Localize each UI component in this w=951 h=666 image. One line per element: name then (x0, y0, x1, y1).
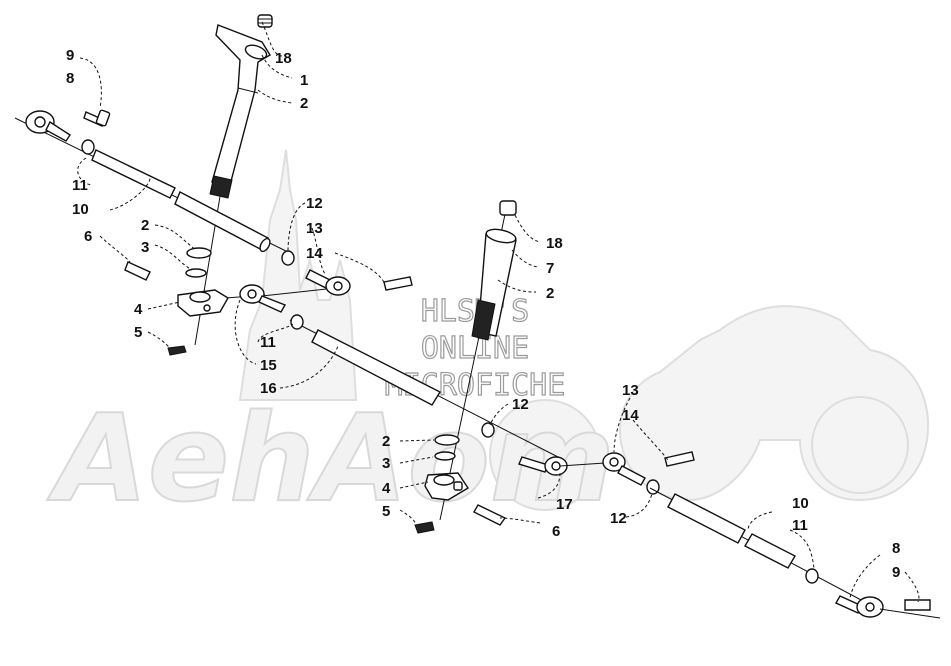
steering-post-spline-lower (471, 299, 496, 341)
callout-12-lower: 12 (610, 510, 627, 527)
callout-4-lower: 4 (382, 480, 391, 497)
plug-18-lower (499, 200, 517, 216)
callout-11-center: 11 (260, 334, 276, 351)
watermark: AehAom HLSM'S ONLINE MICROFICHE (46, 149, 930, 530)
callout-numbers: 9 8 18 1 2 11 10 6 2 3 4 5 12 13 14 11 1… (66, 47, 900, 581)
jam-nut-11-lower (805, 568, 819, 584)
tie-rod-tube-10-upper-a (91, 149, 176, 199)
callout-6-upper: 6 (84, 228, 92, 245)
cotter-5-upper (167, 345, 187, 356)
callout-3-upper: 3 (141, 239, 149, 256)
plug-18-upper (257, 14, 273, 28)
rod-end-13-upper (305, 269, 351, 296)
jam-nut-11-upper (81, 139, 95, 155)
bolt-6-upper (124, 261, 151, 281)
tie-rod-tube-10-lower-a (667, 493, 746, 544)
callout-11-upper: 11 (72, 177, 88, 194)
callout-17: 17 (556, 496, 573, 513)
callout-18-lower: 18 (546, 235, 563, 252)
callout-14-upper: 14 (306, 245, 323, 262)
callout-12-upper: 12 (306, 195, 323, 212)
tie-rod-tube-10-lower-b (744, 533, 796, 569)
callout-15: 15 (260, 357, 277, 374)
rod-end-13-lower (602, 452, 646, 486)
bolt-14-lower (664, 451, 695, 467)
steering-post-spline-upper (209, 175, 233, 199)
callout-7: 7 (546, 260, 554, 277)
callout-18-upper: 18 (275, 50, 292, 67)
steering-arm-4-lower (424, 472, 469, 501)
callout-2-upper-post: 2 (300, 95, 308, 112)
washer-2-upper (186, 247, 212, 259)
jam-nut-12-lower (646, 479, 660, 495)
bolt-14-upper (383, 276, 413, 291)
callout-4-upper: 4 (134, 301, 143, 318)
callout-9-upper: 9 (66, 47, 74, 64)
tie-rod-tube-16 (311, 329, 441, 406)
tie-rod-end-lower-right (835, 595, 884, 618)
tie-rod-end-upper-left (25, 110, 71, 142)
leader-lines (77, 21, 920, 603)
center-tie-rod-16 (289, 314, 561, 459)
callout-10-upper: 10 (72, 201, 89, 218)
callout-3-lower: 3 (382, 455, 390, 472)
watermark-wheel-front (489, 399, 601, 511)
jam-nut-12-center (481, 422, 495, 438)
tie-rod-tube-10-upper-b (174, 191, 269, 251)
callout-11-lower: 11 (792, 517, 808, 534)
callout-13-upper: 13 (306, 220, 323, 237)
jam-nut-12-upper (281, 250, 295, 266)
rod-end-15 (239, 284, 287, 313)
callout-14-lower: 14 (622, 407, 639, 424)
callout-2-upper-washer: 2 (141, 217, 149, 234)
washer-3-lower (434, 451, 456, 461)
steering-arm-4-upper (177, 289, 229, 317)
upper-steering-post-assembly (14, 14, 413, 356)
lower-steering-post-assembly (414, 200, 941, 619)
watermark-wheel-rear (811, 396, 909, 494)
callout-9-lower: 9 (892, 564, 900, 581)
callout-2-lower-washer: 2 (382, 433, 390, 450)
callout-12-center: 12 (512, 396, 529, 413)
bolt-6-lower (473, 504, 507, 526)
callout-5-upper: 5 (134, 324, 142, 341)
cotter-5-lower (414, 521, 435, 534)
callout-8-lower: 8 (892, 540, 900, 557)
watermark-church-silhouette (238, 149, 358, 401)
washer-3-upper (185, 268, 207, 278)
callout-6-lower: 6 (552, 523, 560, 540)
callout-5-lower: 5 (382, 503, 390, 520)
callout-1: 1 (300, 72, 308, 89)
callout-10-lower: 10 (792, 495, 809, 512)
bolt-9-lower (904, 599, 931, 611)
callout-16: 16 (260, 380, 277, 397)
jam-nut-11-center (290, 314, 304, 330)
callout-8-upper: 8 (66, 70, 74, 87)
bolt-8-upper (83, 109, 111, 127)
callout-13-lower: 13 (622, 382, 639, 399)
washer-2-lower (434, 434, 460, 446)
callout-2-lower-post: 2 (546, 285, 554, 302)
